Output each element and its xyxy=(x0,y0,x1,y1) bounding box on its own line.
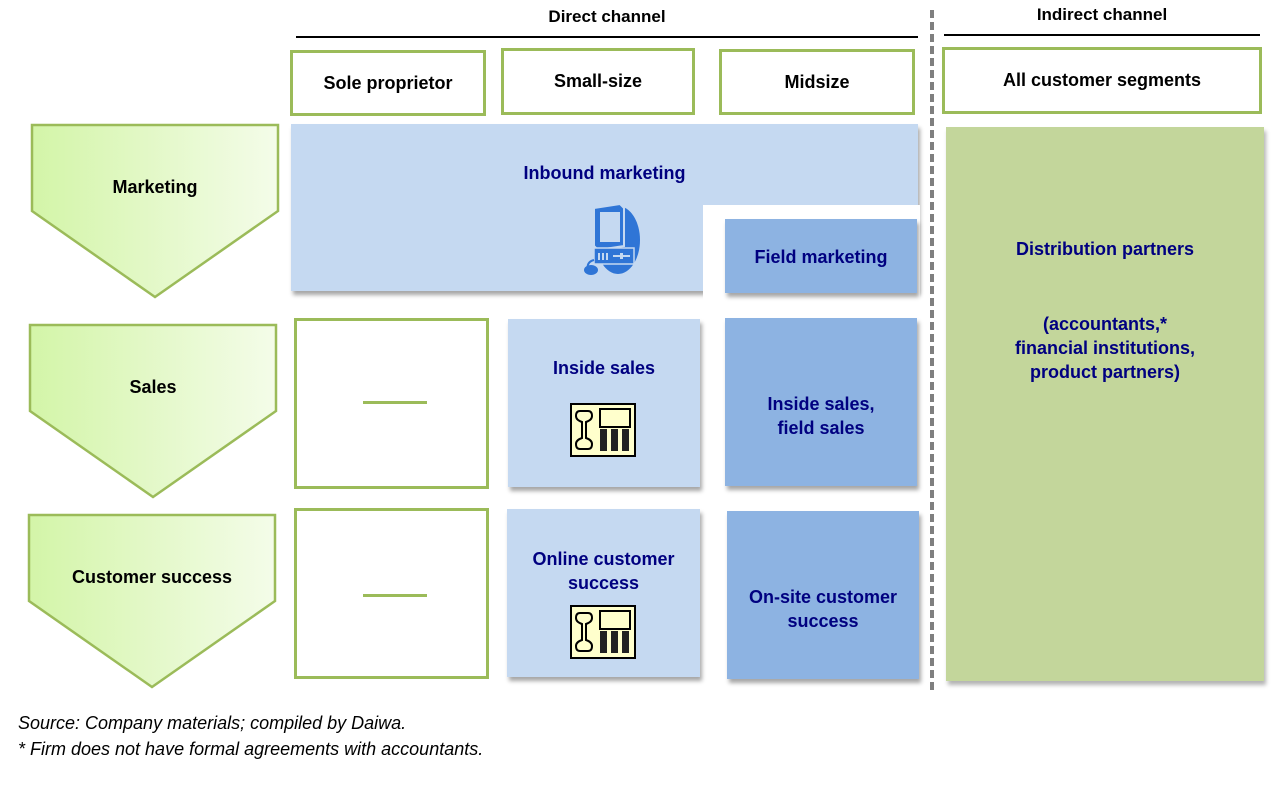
inside-sales-label: Inside sales xyxy=(552,358,656,378)
onsite-cs-label-line1: On-site customer xyxy=(748,587,898,607)
chevron-shape xyxy=(30,123,280,299)
inside-field-sales-label-line1: Inside sales, xyxy=(767,394,875,414)
cs-sole-proprietor-empty xyxy=(294,508,489,679)
online-customer-success-cell: Online customer success xyxy=(507,509,700,677)
direct-channel-header: Direct channel xyxy=(548,7,666,26)
inside-field-sales-label-line2: field sales xyxy=(777,418,865,438)
onsite-customer-success-cell: On-site customer success xyxy=(727,511,919,679)
segment-label: Small-size xyxy=(553,71,643,91)
indirect-channel-rule xyxy=(944,34,1260,36)
stage-marketing: Marketing xyxy=(30,123,280,299)
chevron-shape xyxy=(28,323,278,499)
computer-icon xyxy=(584,202,640,275)
distribution-partners-line1: (accountants,* xyxy=(1042,314,1168,334)
field-marketing-label: Field marketing xyxy=(754,247,888,267)
stage-label: Sales xyxy=(129,377,177,397)
sales-sole-proprietor-empty xyxy=(294,318,489,489)
telephone-icon xyxy=(570,605,636,659)
onsite-cs-label-line2: success xyxy=(787,611,859,631)
distribution-partners-cell: Distribution partners (accountants,* fin… xyxy=(946,127,1264,681)
chevron-shape xyxy=(27,513,277,689)
field-marketing-cell: Field marketing xyxy=(725,219,917,293)
indirect-channel-header: Indirect channel xyxy=(1036,5,1168,24)
direct-channel-rule xyxy=(296,36,918,38)
online-cs-label-line2: success xyxy=(567,573,640,593)
stage-label: Marketing xyxy=(112,177,198,197)
stage-sales: Sales xyxy=(28,323,278,499)
inbound-marketing-label: Inbound marketing xyxy=(523,163,686,183)
telephone-icon xyxy=(570,403,636,457)
distribution-partners-title: Distribution partners xyxy=(1015,239,1194,259)
stage-customer-success: Customer success xyxy=(27,513,277,689)
not-applicable-dash xyxy=(363,401,427,404)
footnote-accountants: * Firm does not have formal agreements w… xyxy=(18,739,484,759)
inside-sales-cell: Inside sales xyxy=(508,319,700,487)
segment-label: Sole proprietor xyxy=(323,72,453,93)
segment-label: Midsize xyxy=(784,71,850,92)
segment-sole-proprietor: Sole proprietor xyxy=(290,50,486,116)
segment-midsize: Midsize xyxy=(719,49,915,115)
distribution-partners-line2: financial institutions, xyxy=(1014,338,1195,358)
distribution-partners-line3: product partners) xyxy=(1029,362,1180,382)
segment-all-customers: All customer segments xyxy=(942,47,1262,114)
channel-divider xyxy=(930,10,934,690)
segment-label: All customer segments xyxy=(1002,70,1202,90)
online-cs-label-line1: Online customer xyxy=(532,549,675,569)
stage-label: Customer success xyxy=(71,567,233,587)
inside-field-sales-cell: Inside sales, field sales xyxy=(725,318,917,486)
not-applicable-dash xyxy=(363,594,427,597)
segment-small-size: Small-size xyxy=(501,48,695,115)
source-note: Source: Company materials; compiled by D… xyxy=(18,713,407,733)
